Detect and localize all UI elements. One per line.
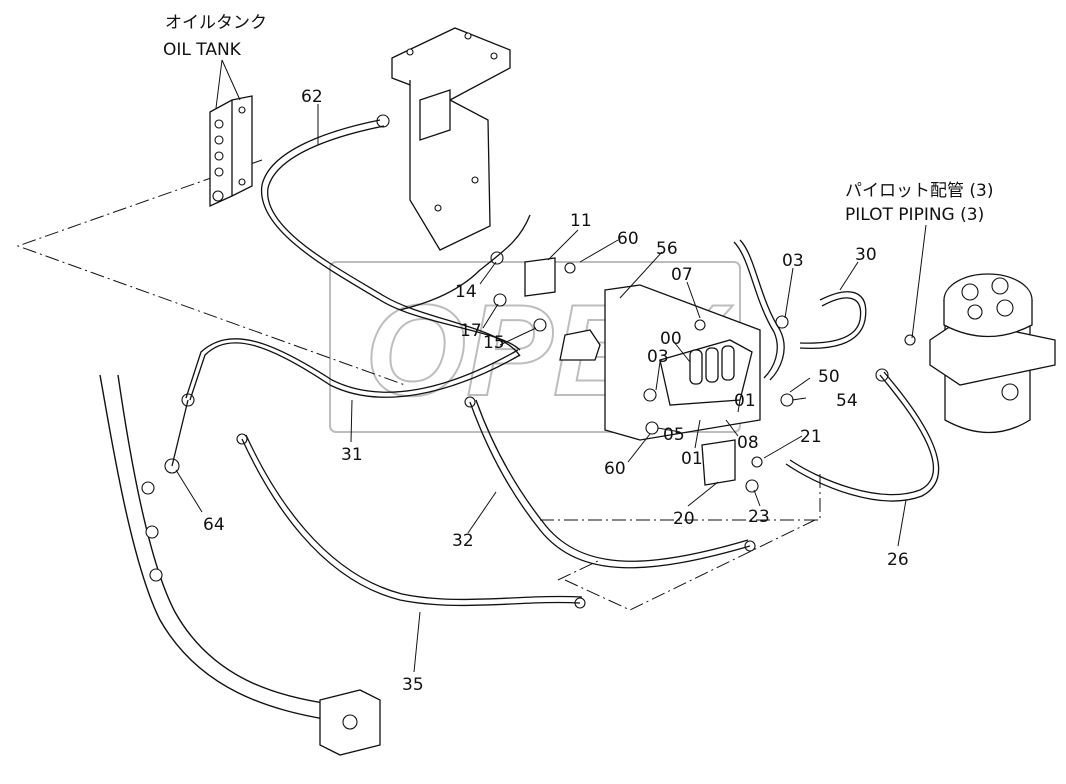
callout-21: 21 [800, 427, 822, 447]
mounting-bracket [391, 27, 511, 251]
callout-07: 07 [671, 265, 693, 285]
callout-01: 01 [734, 391, 756, 411]
phantom-lines [16, 159, 821, 611]
pilot-piping-title-en: PILOT PIPING (3) [845, 205, 984, 225]
callout-00: 00 [660, 329, 682, 349]
oil-tank-title-jp: オイルタンク [165, 13, 267, 33]
callout-56: 56 [656, 239, 678, 259]
callout-20: 20 [673, 509, 695, 529]
callouts: 62 11 60 56 07 03 30 14 17 15 00 03 50 5… [203, 87, 909, 695]
callout-01-lower: 01 [681, 449, 703, 469]
callout-03-lower: 03 [647, 347, 669, 367]
callout-11: 11 [570, 211, 592, 231]
pilot-piping-title-jp: パイロット配管 (3) [845, 181, 993, 201]
callout-05: 05 [663, 425, 685, 445]
callout-60-lower: 60 [604, 459, 626, 479]
callout-03: 03 [782, 251, 804, 271]
callout-60: 60 [617, 229, 639, 249]
swivel-joint [929, 273, 1056, 434]
fittings [164, 114, 916, 609]
callout-62: 62 [301, 87, 323, 107]
main-pipe [99, 374, 381, 756]
leader-lines [175, 59, 927, 673]
callout-08: 08 [737, 433, 759, 453]
callout-30: 30 [855, 245, 877, 265]
control-valve-assembly [524, 257, 761, 486]
callout-64: 64 [203, 515, 225, 535]
callout-31: 31 [341, 445, 363, 465]
oil-tank-bracket [209, 95, 253, 208]
callout-15: 15 [483, 333, 505, 353]
hoses [171, 119, 940, 607]
callout-26: 26 [887, 550, 909, 570]
callout-17: 17 [460, 321, 482, 341]
callout-23: 23 [748, 507, 770, 527]
oil-tank-title-en: OIL TANK [163, 40, 242, 60]
callout-35: 35 [402, 675, 424, 695]
callout-54: 54 [836, 391, 858, 411]
callout-50: 50 [818, 367, 840, 387]
callout-14: 14 [455, 282, 477, 302]
callout-32: 32 [452, 531, 474, 551]
